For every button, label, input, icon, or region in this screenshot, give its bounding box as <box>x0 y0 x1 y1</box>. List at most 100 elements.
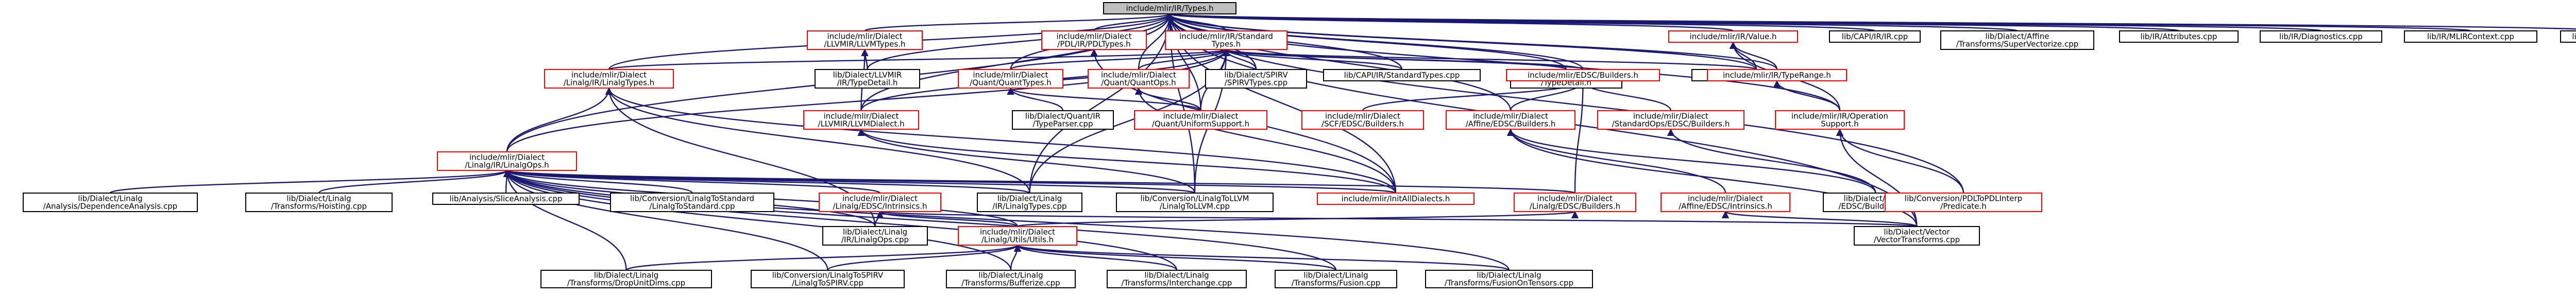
node-label: /Transforms/SuperVectorize.cpp <box>1956 40 2079 49</box>
node-quant_parser[interactable]: lib/Dialect/Quant/IR/TypeParser.cpp <box>1012 110 1114 130</box>
node-linalg_ops_cpp[interactable]: lib/Dialect/Linalg/IR/LinalgOps.cpp <box>822 226 928 246</box>
node-box <box>1660 193 1790 212</box>
node-label: lib/Dialect/Linalg <box>286 194 351 203</box>
node-linalgtypes[interactable]: include/mlir/Dialect/Linalg/IR/LinalgTyp… <box>544 69 674 89</box>
edge-root-to-llvmdialect <box>860 13 1174 111</box>
node-affine_edsc_intr[interactable]: include/mlir/Dialect/Affine/EDSC/Intrins… <box>1660 193 1790 212</box>
node-stdops_edsc[interactable]: include/mlir/Dialect/StandardOps/EDSC/Bu… <box>1597 110 1744 130</box>
node-diag[interactable]: lib/IR/Diagnostics.cpp <box>2260 30 2382 43</box>
node-fusiontensors[interactable]: lib/Dialect/Linalg/Transforms/FusionOnTe… <box>1425 270 1593 288</box>
node-scf_edsc[interactable]: include/mlir/Dialect/SCF/EDSC/Builders.h <box>1301 110 1424 130</box>
edge-linalgutils-to-fusion <box>1014 244 1337 271</box>
node-label: include/mlir/Dialect <box>1056 32 1131 41</box>
node-std[interactable]: include/mlir/IR/StandardTypes.h <box>1165 30 1287 50</box>
node-affine_edsc[interactable]: include/mlir/Dialect/Affine/EDSC/Builder… <box>1446 110 1575 130</box>
node-capi_std[interactable]: lib/CAPI/IR/StandardTypes.cpp <box>1323 69 1481 81</box>
node-quant_uniform[interactable]: include/mlir/Dialect/Quant/UniformSuppor… <box>1134 110 1267 130</box>
node-linalgutils[interactable]: include/mlir/Dialect/Linalg/Utils/Utils.… <box>958 226 1077 246</box>
edge-std-to-typeutil <box>1223 48 1757 71</box>
node-bufferize[interactable]: lib/Dialect/Linalg/Transforms/Bufferize.… <box>946 270 1076 288</box>
node-capi_ir[interactable]: lib/CAPI/IR/IR.cpp <box>1829 30 1921 43</box>
node-label: include/mlir/Dialect <box>1633 112 1708 121</box>
node-linalg2spirv[interactable]: lib/Conversion/LinalgToSPIRV/LinalgToSPI… <box>751 270 905 288</box>
node-box <box>1514 193 1636 212</box>
node-value[interactable]: include/mlir/IR/Value.h <box>1668 30 1798 43</box>
node-linalg_types_cpp[interactable]: lib/Dialect/Linalg/IR/LinalgTypes.cpp <box>977 193 1082 212</box>
node-label: /Transforms/Bufferize.cpp <box>961 279 1060 288</box>
node-box <box>1668 30 1798 43</box>
edge-linalgops-to-fusiontensors <box>503 169 1510 271</box>
node-label: /IR/LinalgOps.cpp <box>841 235 909 245</box>
node-quanttypes[interactable]: include/mlir/Dialect/Quant/QuantTypes.h <box>958 69 1063 89</box>
node-label: lib/Analysis/SliceAnalysis.cpp <box>450 194 563 203</box>
node-label: lib/Conversion/LinalgToSPIRV <box>772 271 884 280</box>
node-label: lib/Dialect/Linalg <box>997 194 1062 203</box>
edge-std-to-capi_std <box>1223 48 1403 71</box>
node-box <box>1597 110 1744 130</box>
node-label: include/mlir/Dialect <box>973 71 1048 80</box>
node-llvmdialect[interactable]: include/mlir/Dialect/LLVMIR/LLVMDialect.… <box>803 110 919 130</box>
node-types_cpp[interactable]: lib/IR/Types.cpp <box>2560 30 2576 43</box>
node-quantops[interactable]: include/mlir/Dialect/Quant/QuantOps.h <box>1088 69 1190 89</box>
node-typerange[interactable]: include/mlir/IR/TypeRange.h <box>1707 69 1847 81</box>
node-box <box>1506 69 1660 81</box>
node-label: /Transforms/Hoisting.cpp <box>271 202 367 211</box>
node-label: lib/IR/Attributes.cpp <box>2141 32 2217 41</box>
node-label: include/mlir/Dialect <box>1163 112 1238 121</box>
node-depanalysis[interactable]: lib/Dialect/Linalg/Analysis/DependenceAn… <box>23 193 198 212</box>
node-label: include/mlir/EDSC/Builders.h <box>1528 71 1638 80</box>
node-box <box>1707 69 1847 81</box>
node-label: lib/Dialect/Linalg <box>1303 271 1368 280</box>
node-linalg_edsc_intr[interactable]: include/mlir/Dialect/Linalg/EDSC/Intrins… <box>819 193 941 212</box>
node-hoisting[interactable]: lib/Dialect/Linalg/Transforms/Hoisting.c… <box>245 193 393 212</box>
node-box <box>822 226 928 246</box>
node-box <box>2260 30 2382 43</box>
node-allnvm[interactable]: include/mlir/InitAllDialects.h <box>1317 193 1475 205</box>
node-box <box>1107 270 1247 288</box>
node-linalg_edsc_builders[interactable]: include/mlir/Dialect/Linalg/EDSC/Builder… <box>1514 193 1636 212</box>
node-box <box>1205 69 1307 89</box>
node-interchange[interactable]: lib/Dialect/Linalg/Transforms/Interchang… <box>1107 270 1247 288</box>
node-pdl_pred[interactable]: lib/Conversion/PDLToPDLInterp/Predicate.… <box>1885 193 2042 212</box>
edge-std-to-linalgtypes <box>608 48 1230 71</box>
node-box <box>815 69 920 89</box>
node-label: /LinalgToStandard.cpp <box>649 202 735 211</box>
edge-linalg_edsc_intr-to-vectortransforms <box>877 211 1918 228</box>
node-supervec[interactable]: lib/Dialect/Affine/Transforms/SuperVecto… <box>1940 30 2094 50</box>
node-label: lib/CAPI/IR/StandardTypes.cpp <box>1344 71 1460 80</box>
node-llvmtypes[interactable]: include/mlir/Dialect/LLVMIR/LLVMTypes.h <box>807 30 923 50</box>
node-label: /Quant/QuantTypes.h <box>970 78 1051 88</box>
node-attrs[interactable]: lib/IR/Attributes.cpp <box>2119 30 2239 43</box>
node-box <box>1425 270 1593 288</box>
node-fusion[interactable]: lib/Dialect/Linalg/Transforms/Fusion.cpp <box>1275 270 1397 288</box>
edge-linalgops-to-droputdims <box>503 169 627 271</box>
node-box <box>977 193 1082 212</box>
edge-quantops-to-quant_uniform <box>1134 87 1201 111</box>
edge-linalg_edsc_intr-to-linalgutils <box>876 211 1019 228</box>
node-label: /StandardOps/EDSC/Builders.h <box>1612 119 1730 129</box>
node-vectortransforms[interactable]: lib/Dialect/Vector/VectorTransforms.cpp <box>1854 226 1980 246</box>
edge-linalg_edsc_builders-to-linalgutils <box>1016 211 1579 228</box>
node-label: lib/Conversion/LinalgToStandard <box>630 194 754 203</box>
node-label: lib/Dialect/Linalg <box>1477 271 1541 280</box>
node-linalgops[interactable]: include/mlir/Dialect/Linalg/IR/LinalgOps… <box>437 151 577 171</box>
node-mlirctx[interactable]: lib/IR/MLIRContext.cpp <box>2404 30 2537 43</box>
node-box <box>437 151 577 171</box>
node-droputdims[interactable]: lib/Dialect/Linalg/Transforms/DropUnitDi… <box>540 270 712 288</box>
node-llvm_typedetail[interactable]: lib/Dialect/LLVMIR/IR/TypeDetail.h <box>815 69 920 89</box>
node-box <box>1041 30 1147 50</box>
node-spirv[interactable]: lib/Dialect/SPIRV/SPIRVTypes.cpp <box>1205 69 1307 89</box>
node-linalg2std[interactable]: lib/Conversion/LinalgToStandard/LinalgTo… <box>610 193 774 212</box>
edge-root-to-quantops <box>1138 13 1174 70</box>
node-label: Types.h <box>1211 40 1241 49</box>
node-sliceanalysis[interactable]: lib/Analysis/SliceAnalysis.cpp <box>432 193 580 205</box>
node-linalg2llvm[interactable]: lib/Conversion/LinalgToLLVM/LinalgToLLVM… <box>1116 193 1274 212</box>
node-label: /Linalg/Utils/Utils.h <box>981 235 1054 245</box>
node-label: /IR/LinalgTypes.cpp <box>992 202 1066 211</box>
node-label: lib/Dialect/Affine <box>1986 32 2049 41</box>
edge-linalgops-to-hoisting <box>318 169 511 194</box>
node-edsc[interactable]: include/mlir/EDSC/Builders.h <box>1506 69 1660 81</box>
node-pdl[interactable]: include/mlir/Dialect/PDL/IR/PDLTypes.h <box>1041 30 1147 50</box>
edge-linalgops-to-interchange <box>503 169 1178 271</box>
